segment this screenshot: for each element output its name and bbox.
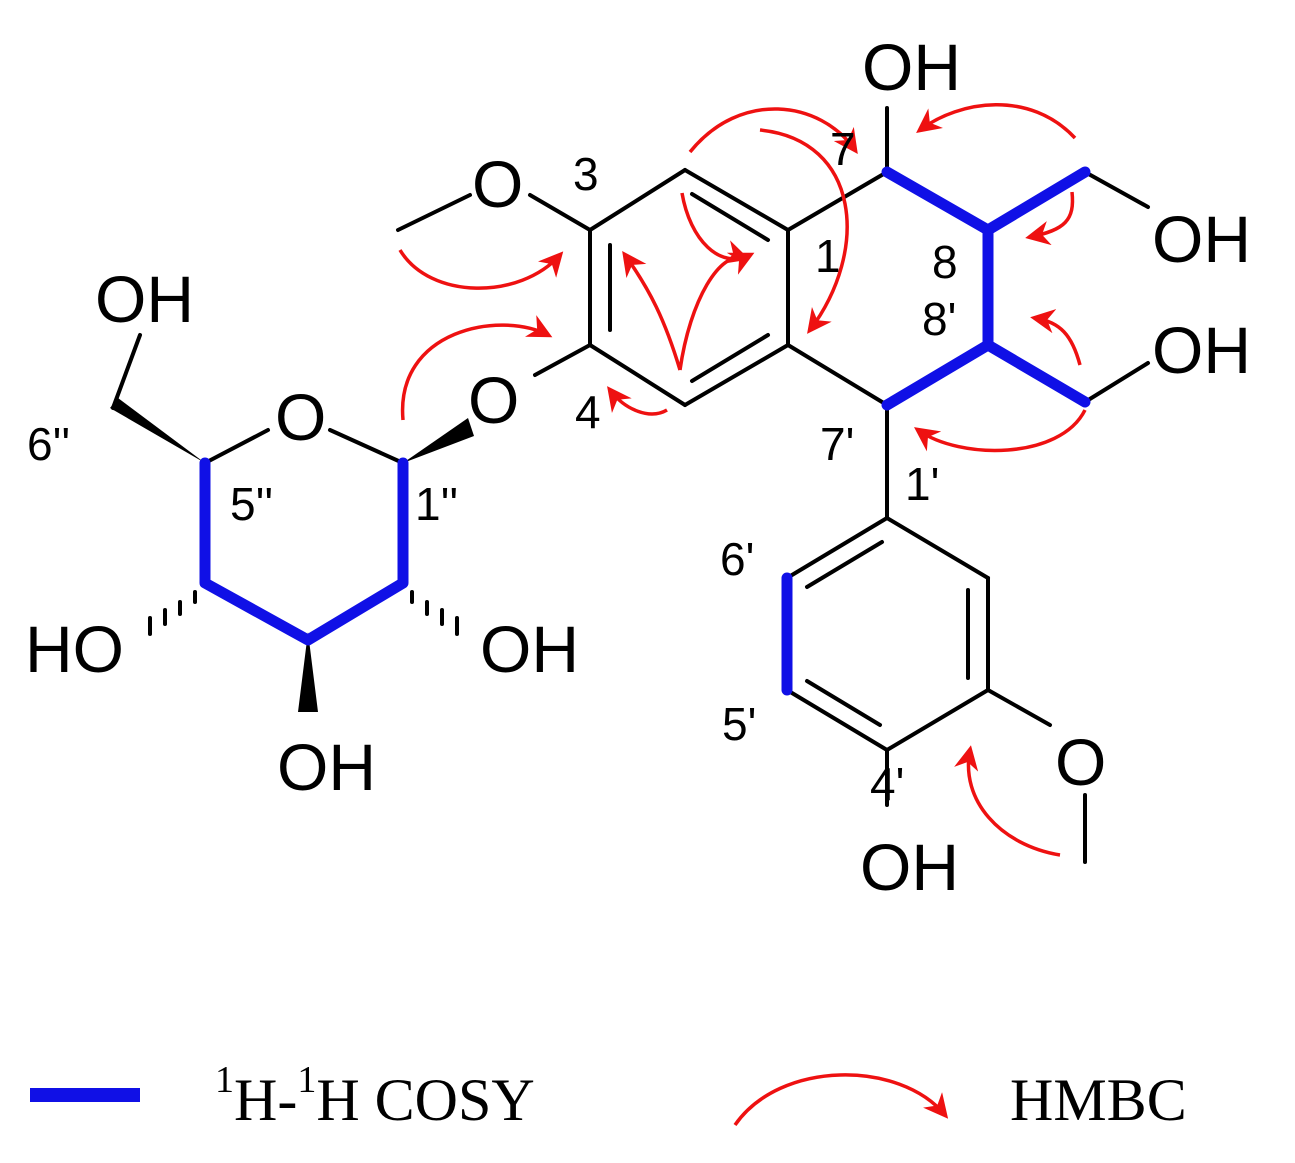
- atom-o-methoxy3p: O: [1055, 725, 1106, 799]
- atom-oh-c7: OH: [862, 30, 961, 104]
- legend-cosy-h1: H-: [234, 1067, 297, 1133]
- legend-cosy-sup2: 1: [297, 1059, 316, 1101]
- cosy-bonds: [199, 166, 1091, 696]
- atom-o-methoxy3: O: [472, 147, 523, 221]
- atom-o-ring: O: [275, 380, 326, 454]
- num-c1pp: 1'': [415, 478, 458, 530]
- num-c1p: 1': [905, 458, 939, 510]
- num-c5pp: 5'': [230, 478, 273, 530]
- skeleton-bonds: [110, 106, 1150, 864]
- atom-oh-c3pp: OH: [277, 730, 376, 804]
- atom-oh-c4p: OH: [860, 830, 959, 904]
- atom-oh-c6pp: OH: [95, 262, 194, 336]
- hashed-wedge-c2pp: [410, 590, 459, 636]
- num-c5p: 5': [722, 698, 756, 750]
- solid-wedge-c6pp: [110, 398, 205, 463]
- num-c1: 1: [815, 230, 841, 282]
- atom-oh-c9p: OH: [1152, 313, 1251, 387]
- legend: 1H-1H COSY HMBC: [30, 1059, 1187, 1133]
- solid-wedge-c3pp: [298, 632, 318, 712]
- legend-cosy-h2: H COSY: [316, 1067, 534, 1133]
- atom-labels: OH OH OH O O O OH HO OH OH O OH: [25, 30, 1251, 904]
- solid-wedge-c1pp: [403, 418, 474, 463]
- legend-hmbc-arrow: [733, 1073, 949, 1126]
- legend-cosy-label: 1H-1H COSY: [215, 1059, 535, 1133]
- atom-ho-c4pp: HO: [25, 612, 124, 686]
- num-c7: 7: [830, 123, 856, 175]
- legend-cosy-sup1: 1: [215, 1059, 234, 1101]
- num-c7p: 7': [820, 418, 854, 470]
- atom-oh-c9: OH: [1152, 202, 1251, 276]
- num-c8: 8: [932, 236, 958, 288]
- atom-oh-c2pp: OH: [480, 612, 579, 686]
- atom-o-glyco: O: [468, 363, 519, 437]
- num-c6p: 6': [720, 533, 754, 585]
- legend-hmbc-label: HMBC: [1010, 1067, 1187, 1133]
- numbering-labels: 7 3 1 8 8' 4 7' 6'' 5'' 1'' 1' 6' 5' 4': [27, 123, 958, 810]
- hmbc-arrows: [398, 103, 1087, 857]
- num-c4p: 4': [870, 758, 904, 810]
- num-c3: 3: [573, 148, 599, 200]
- num-c4: 4: [575, 386, 601, 438]
- num-c8p: 8': [922, 293, 956, 345]
- hashed-wedge-c4pp: [148, 590, 197, 636]
- num-c6pp: 6'': [27, 418, 70, 470]
